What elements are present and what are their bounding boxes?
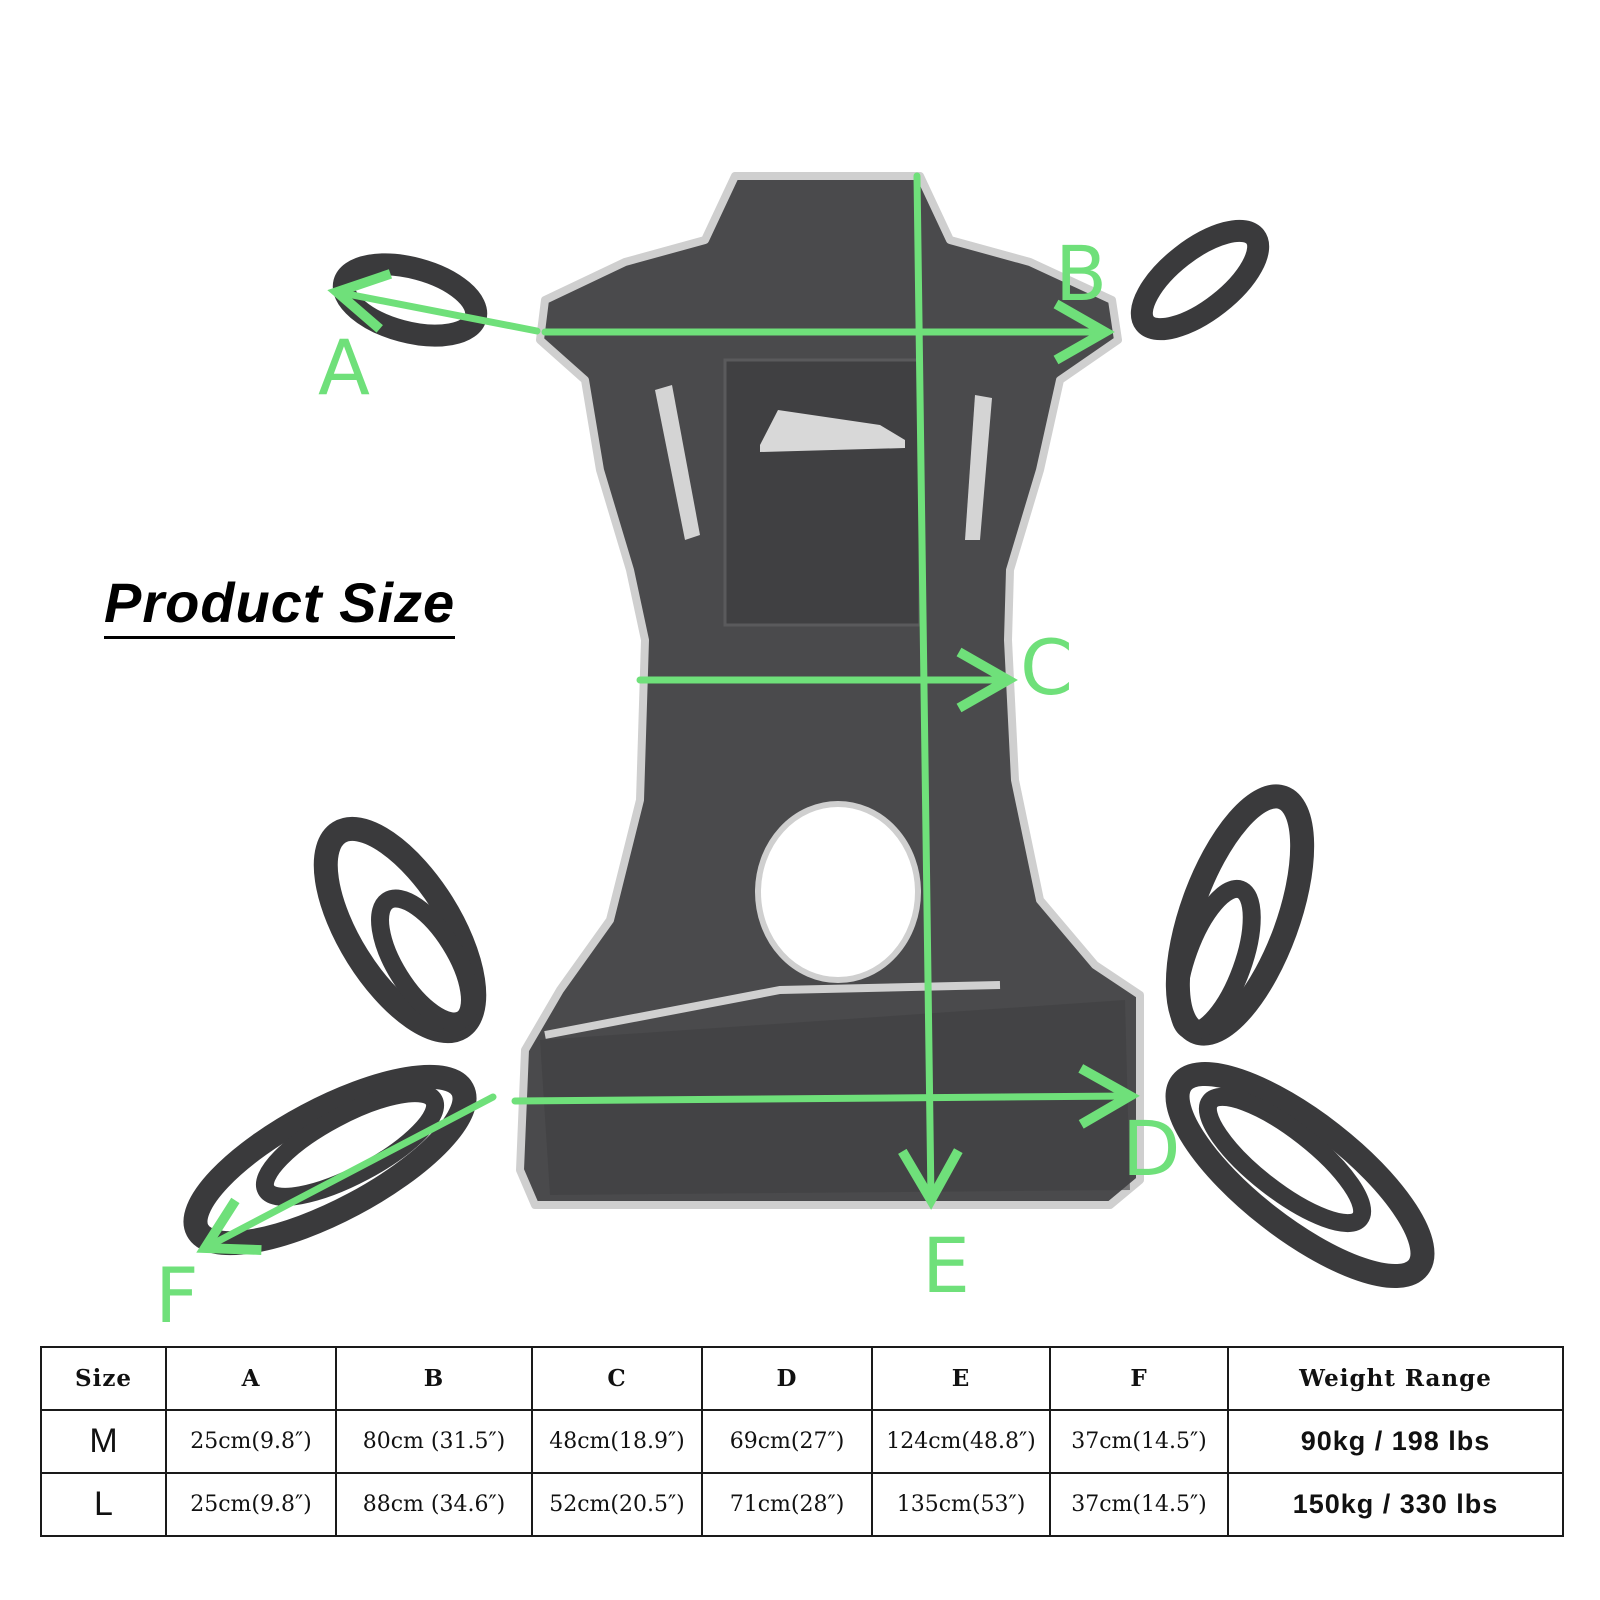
- label-f: F: [155, 1251, 199, 1330]
- loop-leg-right-lower-inner: [1198, 1087, 1372, 1233]
- loop-leg-right-inner: [1169, 879, 1261, 1041]
- row-l-d: 71cm(28″): [701, 1472, 873, 1537]
- table-row: L 25cm(9.8″) 88cm (34.6″) 52cm(20.5″) 71…: [40, 1472, 1564, 1537]
- header-size: Size: [40, 1346, 167, 1411]
- arrow-e: [898, 172, 963, 1210]
- row-m-a: 25cm(9.8″): [165, 1409, 337, 1474]
- row-m-e: 124cm(48.8″): [871, 1409, 1051, 1474]
- sling-diagram: A B C D E F: [155, 172, 1435, 1330]
- row-l-f: 37cm(14.5″): [1049, 1472, 1229, 1537]
- pocket-handle: [760, 410, 905, 452]
- header-c: C: [531, 1346, 703, 1411]
- row-m-weight: 90kg / 198 lbs: [1227, 1409, 1564, 1474]
- row-l-weight: 150kg / 330 lbs: [1227, 1472, 1564, 1537]
- left-strap: [655, 385, 700, 540]
- header-d: D: [701, 1346, 873, 1411]
- label-b: B: [1055, 229, 1107, 318]
- loop-leg-right-lower: [1165, 1061, 1435, 1289]
- label-d: D: [1122, 1104, 1181, 1193]
- label-c: C: [1020, 623, 1073, 712]
- sling-body: [516, 172, 1144, 1209]
- loop-top-right: [1130, 219, 1270, 341]
- row-m-c: 48cm(18.9″): [531, 1409, 703, 1474]
- header-f: F: [1049, 1346, 1229, 1411]
- header-b: B: [335, 1346, 533, 1411]
- label-e: E: [922, 1221, 970, 1310]
- measurement-arrows: [196, 172, 1140, 1255]
- row-l-b: 88cm (34.6″): [335, 1472, 533, 1537]
- arrow-f: [196, 1093, 497, 1255]
- label-a: A: [318, 323, 370, 412]
- table-row: M 25cm(9.8″) 80cm (31.5″) 48cm(18.9″) 69…: [40, 1409, 1564, 1474]
- loop-leg-left-lower-inner: [255, 1084, 445, 1206]
- header-weight-range: Weight Range: [1227, 1346, 1564, 1411]
- size-table: Size A B C D E F Weight Range M 25cm(9.8…: [40, 1346, 1564, 1537]
- header-e: E: [871, 1346, 1051, 1411]
- back-pocket: [723, 358, 922, 627]
- row-m-size: M: [40, 1409, 167, 1474]
- row-m-f: 37cm(14.5″): [1049, 1409, 1229, 1474]
- row-m-b: 80cm (31.5″): [335, 1409, 533, 1474]
- table-header-row: Size A B C D E F Weight Range: [40, 1346, 1564, 1411]
- arrow-a: [327, 269, 541, 335]
- header-a: A: [165, 1346, 337, 1411]
- row-l-a: 25cm(9.8″): [165, 1472, 337, 1537]
- row-l-size: L: [40, 1472, 167, 1537]
- arrow-d: [511, 1064, 1140, 1129]
- commode-hole: [755, 801, 921, 983]
- loop-leg-left-inner: [371, 889, 479, 1031]
- right-strap: [965, 395, 992, 540]
- product-size-title: Product Size: [104, 572, 456, 639]
- row-m-d: 69cm(27″): [701, 1409, 873, 1474]
- row-l-e: 135cm(53″): [871, 1472, 1051, 1537]
- row-l-c: 52cm(20.5″): [531, 1472, 703, 1537]
